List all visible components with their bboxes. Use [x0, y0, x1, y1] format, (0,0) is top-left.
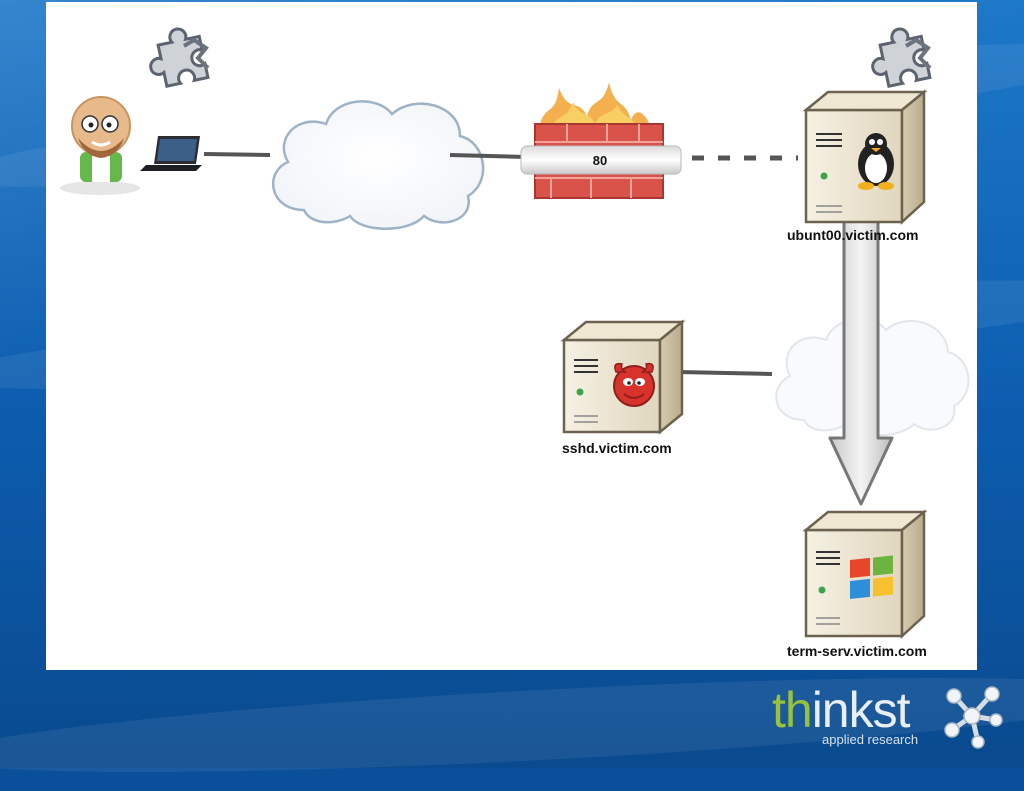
diagram-canvas: 80 — [46, 2, 977, 670]
molecule-logo-icon — [944, 686, 1003, 749]
logo-wordmark: thinkst — [772, 682, 911, 738]
pivot-arrow — [828, 218, 894, 506]
firewall-icon — [520, 82, 682, 199]
server-term-serv[interactable] — [802, 509, 928, 639]
laptop-icon — [140, 136, 202, 171]
logo-tagline: applied research — [822, 732, 919, 747]
thinkst-logo: thinkst applied research — [772, 684, 1012, 754]
windows-logo-icon — [850, 555, 893, 599]
firewall-port-label: 80 — [593, 153, 607, 168]
node-label-term-serv: term-serv.victim.com — [787, 643, 927, 659]
node-label-sshd: sshd.victim.com — [562, 440, 672, 456]
linux-tux-icon — [858, 133, 894, 190]
puzzle-icon — [871, 27, 932, 88]
puzzle-icon — [149, 27, 210, 88]
network-diagram: 80 — [60, 27, 970, 639]
freebsd-daemon-icon — [613, 362, 655, 407]
server-ubuntu[interactable] — [802, 89, 928, 225]
cloud-icon — [271, 100, 485, 230]
logo-rest: inkst — [811, 682, 911, 738]
logo-accent: th — [772, 682, 813, 738]
server-sshd[interactable] — [560, 319, 686, 435]
node-label-ubuntu: ubunt00.victim.com — [787, 227, 919, 243]
user-avatar-icon — [60, 96, 140, 195]
